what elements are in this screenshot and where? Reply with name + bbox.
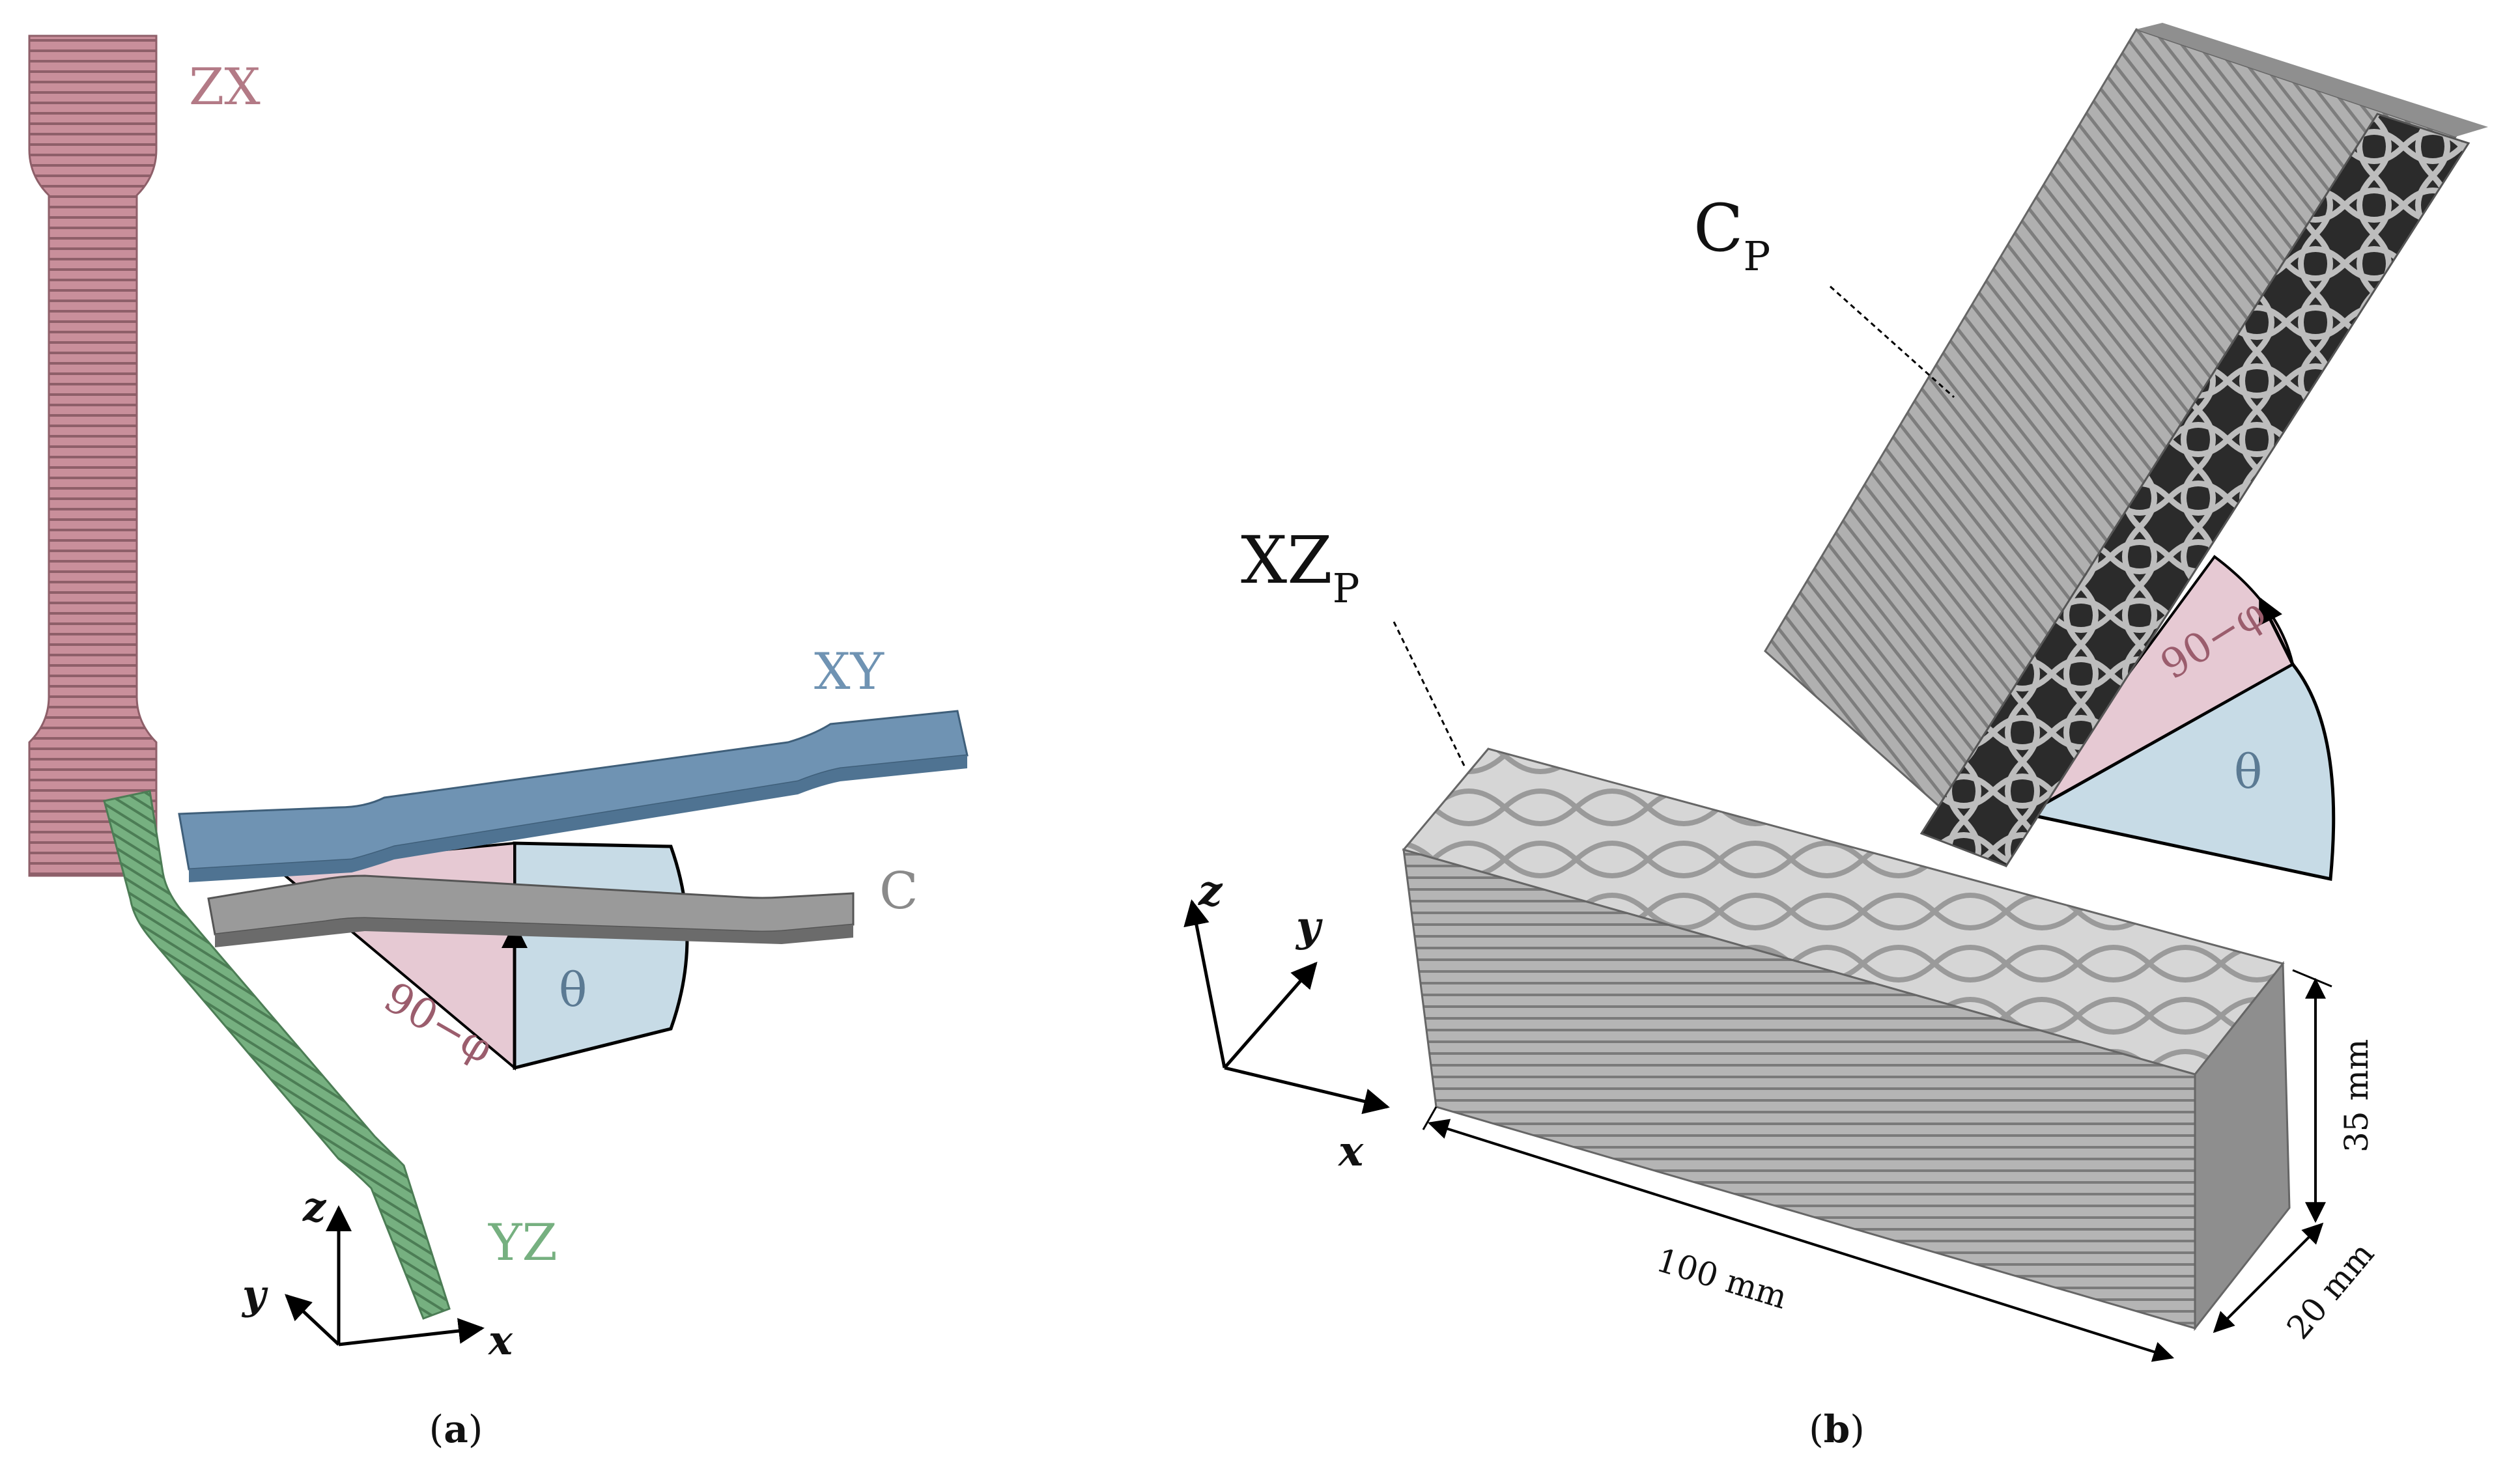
axis-x-a: x bbox=[487, 1317, 513, 1364]
dim-height bbox=[2292, 969, 2332, 1223]
axis-z-b: z bbox=[1198, 867, 1223, 915]
theta-label-a: θ bbox=[559, 962, 587, 1017]
cp-leader bbox=[1829, 285, 1955, 398]
yz-label: YZ bbox=[488, 1214, 558, 1272]
axis-z-a: z bbox=[302, 1183, 327, 1231]
dim-length bbox=[1422, 1106, 2175, 1362]
zx-label: ZX bbox=[189, 58, 261, 117]
axes-triad-b bbox=[1183, 899, 1390, 1115]
caption-b: (b) bbox=[1809, 1407, 1865, 1451]
panel-a: ZX θ 90−φ XY C YZ z bbox=[28, 35, 969, 1451]
yz-specimen bbox=[103, 790, 451, 1320]
xzp-leader bbox=[1393, 621, 1467, 769]
cp-label: CP bbox=[1693, 190, 1770, 280]
xy-label: XY bbox=[814, 643, 885, 701]
axes-triad-a bbox=[285, 1205, 485, 1346]
dim-length-label: 100 mm bbox=[1652, 1241, 1791, 1317]
caption-a: (a) bbox=[429, 1407, 483, 1451]
angle-wedge-b bbox=[2020, 555, 2336, 882]
zx-specimen bbox=[28, 35, 158, 877]
xy-specimen bbox=[178, 710, 969, 882]
xzp-label: XZP bbox=[1241, 522, 1359, 612]
axis-x-b: x bbox=[1337, 1127, 1364, 1176]
dim-depth bbox=[2213, 1222, 2324, 1333]
axis-y-a: y bbox=[241, 1271, 268, 1318]
cp-block bbox=[1764, 23, 2488, 868]
axis-y-b: y bbox=[1295, 902, 1323, 951]
theta-label-b: θ bbox=[2234, 744, 2262, 799]
c-label: C bbox=[879, 862, 918, 921]
dim-height-label: 35 mm bbox=[2338, 1039, 2375, 1152]
c-specimen bbox=[207, 874, 855, 947]
panel-b: θ 90−φ CP XZP 100 mm 35 mm bbox=[1183, 23, 2488, 1451]
